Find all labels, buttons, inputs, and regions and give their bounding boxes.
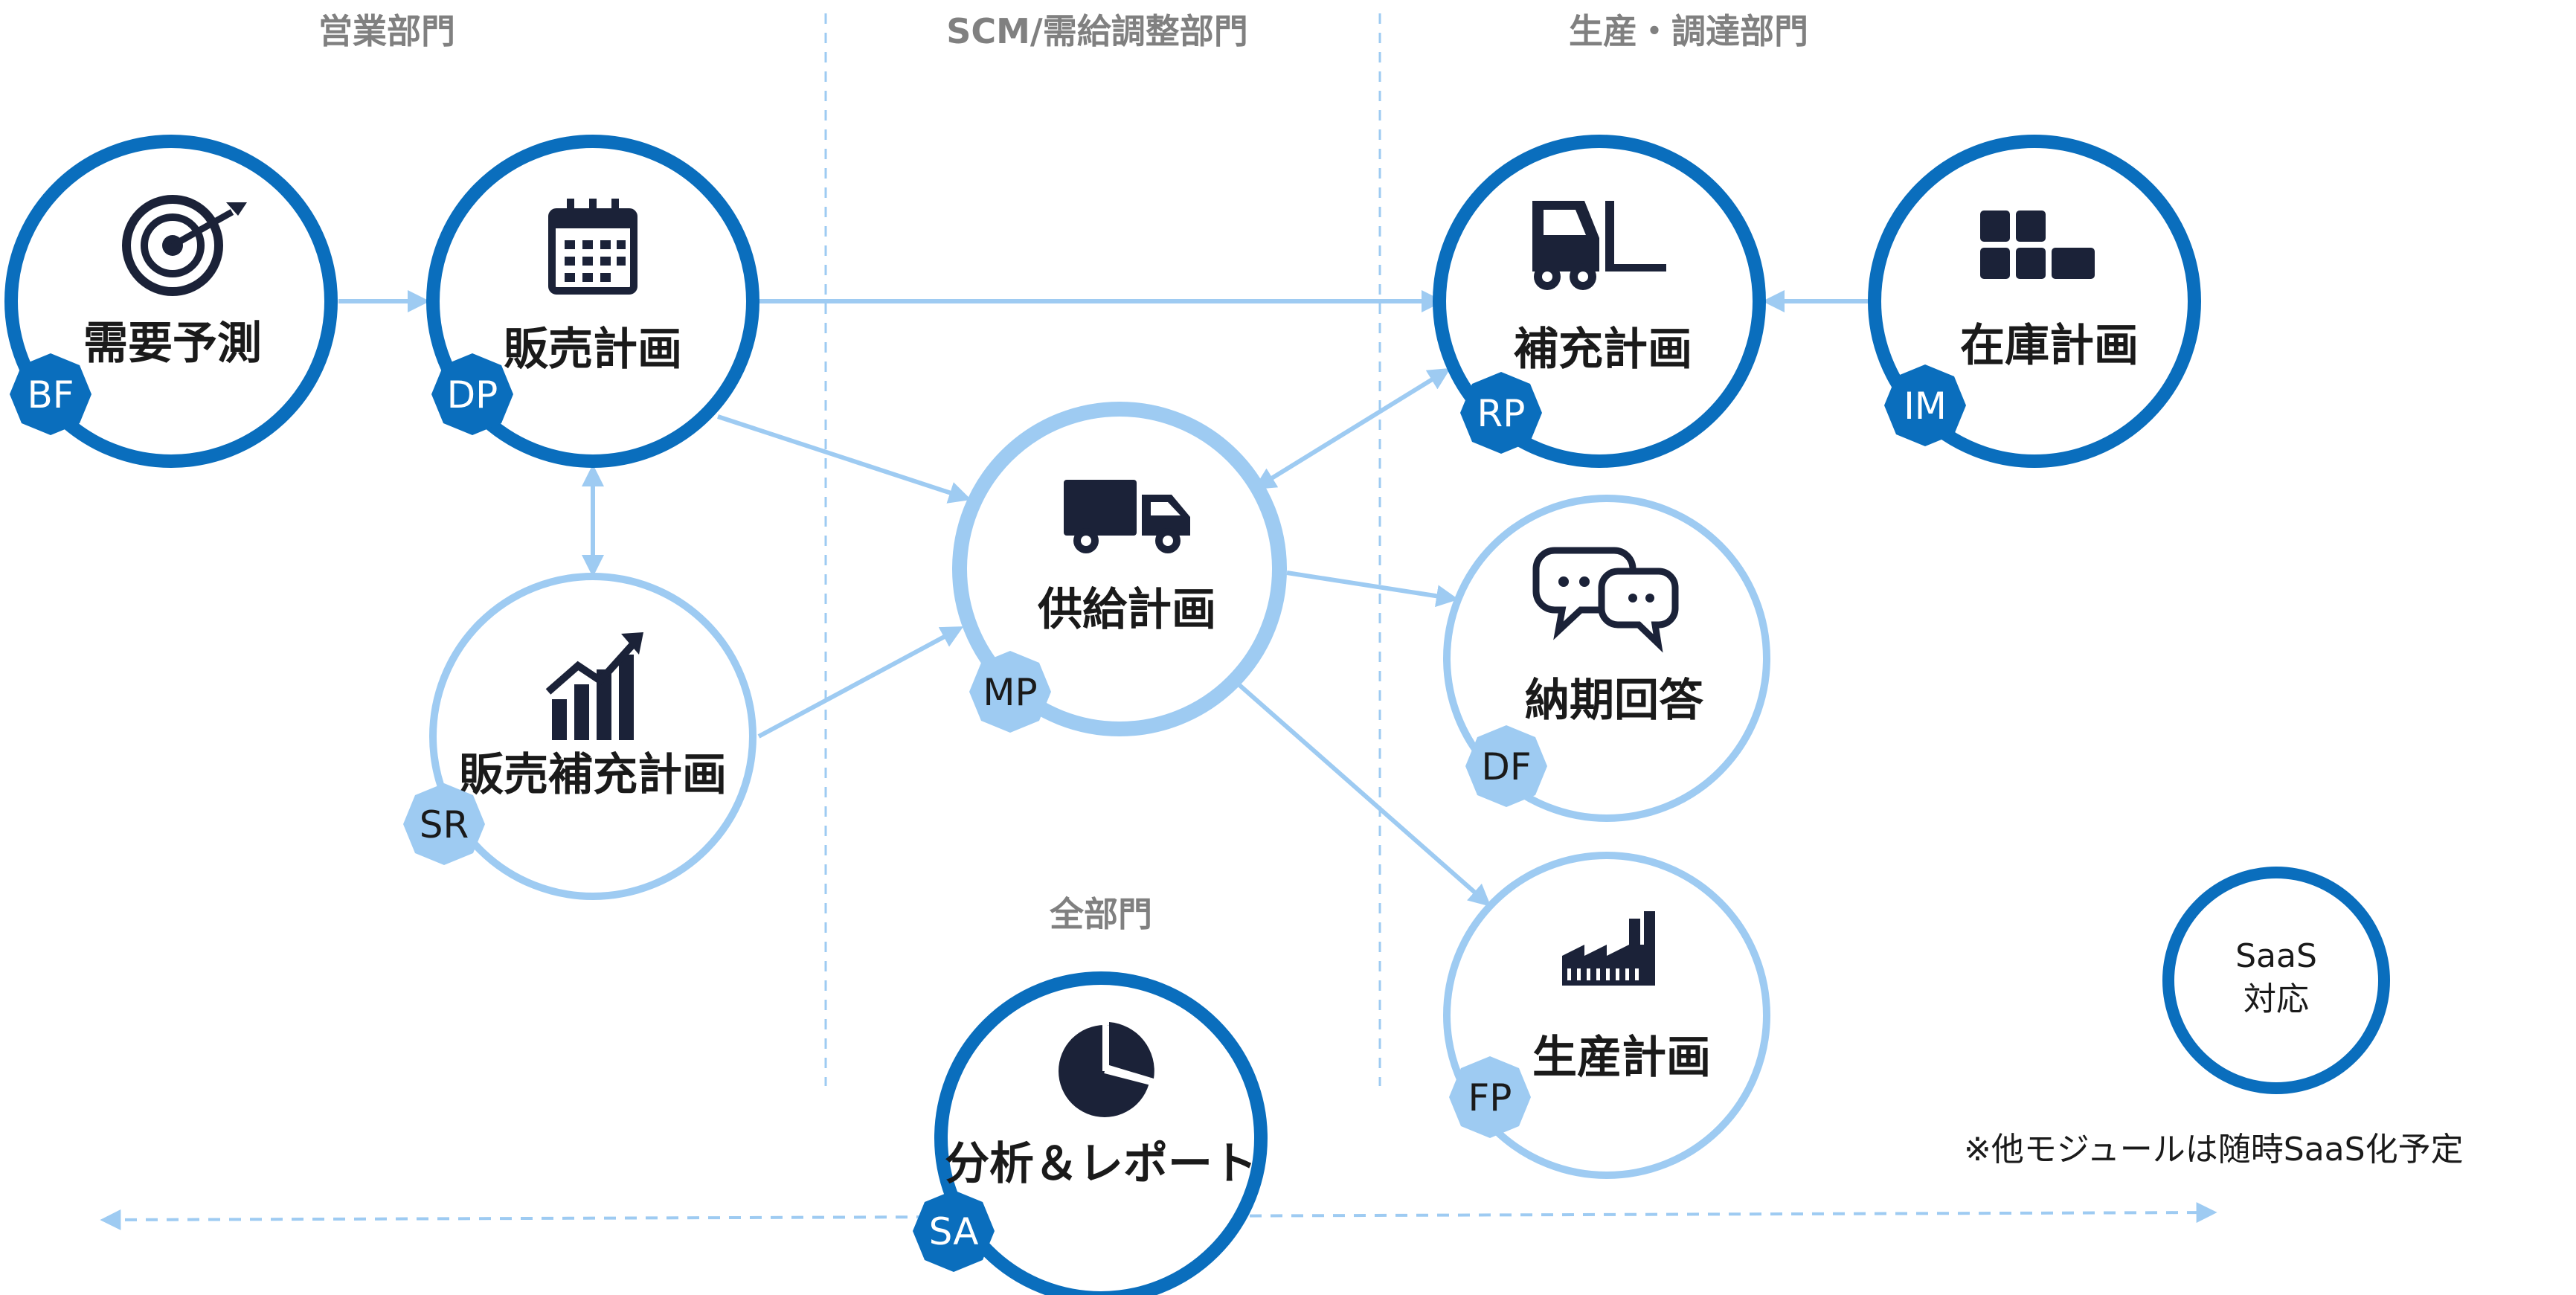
- module-dp[interactable]: 販売計画 DP: [426, 135, 759, 468]
- module-mp-label: 供給計画: [1038, 584, 1216, 636]
- saas-legend-line1: SaaS: [2235, 937, 2317, 975]
- growth-chart-icon: [545, 632, 643, 740]
- arrow-dp-to-mp: [717, 414, 971, 504]
- module-mp-badge-text: MP: [983, 671, 1037, 714]
- saas-legend: SaaS 対応: [2162, 867, 2390, 1094]
- module-sa-badge-text: SA: [929, 1210, 979, 1253]
- module-mp[interactable]: 供給計画 MP: [952, 402, 1287, 736]
- module-rp-label: 補充計画: [1514, 324, 1692, 376]
- module-fp-label: 生産計画: [1532, 1032, 1711, 1084]
- saas-legend-circle: [2162, 867, 2390, 1094]
- module-sr[interactable]: 販売補充計画 SR: [403, 573, 757, 900]
- module-mp-badge: MP: [969, 651, 1051, 733]
- module-bf[interactable]: 需要予測 BF: [4, 135, 338, 468]
- forklift-icon: [1532, 201, 1666, 290]
- module-sa[interactable]: 分析＆レポート SA: [913, 971, 1268, 1295]
- boxes-icon: [1980, 211, 2095, 279]
- module-bf-badge: BF: [10, 353, 91, 435]
- module-im-badge-text: IM: [1904, 385, 1947, 428]
- module-df-label: 納期回答: [1525, 675, 1704, 727]
- module-fp-badge: FP: [1449, 1056, 1531, 1138]
- module-df[interactable]: 納期回答 DF: [1443, 495, 1770, 822]
- module-df-badge-text: DF: [1481, 745, 1531, 788]
- module-sr-badge: SR: [403, 783, 485, 865]
- calendar-icon: [548, 199, 637, 295]
- module-rp-badge-text: RP: [1477, 392, 1526, 435]
- pie-chart-icon: [1059, 1022, 1154, 1117]
- dept-scm-title: SCM/需給調整部門: [946, 11, 1247, 51]
- target-icon: [122, 195, 247, 296]
- module-sa-badge: SA: [913, 1190, 995, 1272]
- module-im[interactable]: 在庫計画 IM: [1868, 135, 2201, 468]
- dept-production-title: 生産・調達部門: [1569, 11, 1808, 51]
- module-dp-badge: DP: [431, 353, 513, 435]
- module-bf-label: 需要予測: [83, 318, 262, 370]
- module-rp[interactable]: 補充計画 RP: [1433, 135, 1766, 468]
- arrow-mp-to-fp: [1237, 682, 1491, 907]
- module-sa-label: 分析＆レポート: [945, 1138, 1257, 1190]
- chat-bubbles-icon: [1532, 547, 1679, 653]
- module-sr-badge-text: SR: [420, 803, 469, 846]
- truck-icon: [1064, 480, 1190, 553]
- all-departments-span-arrow: [100, 1202, 2217, 1230]
- arrow-mp-to-df: [1286, 571, 1459, 608]
- dept-sales-title: 営業部門: [318, 11, 455, 51]
- module-rp-badge: RP: [1460, 372, 1542, 454]
- factory-icon: [1562, 911, 1655, 986]
- module-im-label: 在庫計画: [1960, 320, 2139, 372]
- arrow-mp-rp-bidirectional: [1253, 367, 1451, 490]
- dept-all-title: 全部門: [1049, 894, 1152, 934]
- module-bf-badge-text: BF: [27, 373, 74, 417]
- module-fp-badge-text: FP: [1468, 1076, 1512, 1119]
- saas-legend-line2: 対応: [2243, 980, 2309, 1018]
- module-df-badge: DF: [1465, 725, 1547, 807]
- saas-note: ※他モジュールは随時SaaS化予定: [1964, 1131, 2464, 1169]
- module-sr-label: 販売補充計画: [459, 749, 727, 801]
- module-dp-label: 販売計画: [504, 324, 682, 376]
- module-dp-badge-text: DP: [447, 373, 498, 417]
- arrow-sr-to-mp: [757, 626, 964, 739]
- module-im-badge: IM: [1884, 364, 1966, 446]
- module-fp[interactable]: 生産計画 FP: [1443, 852, 1770, 1179]
